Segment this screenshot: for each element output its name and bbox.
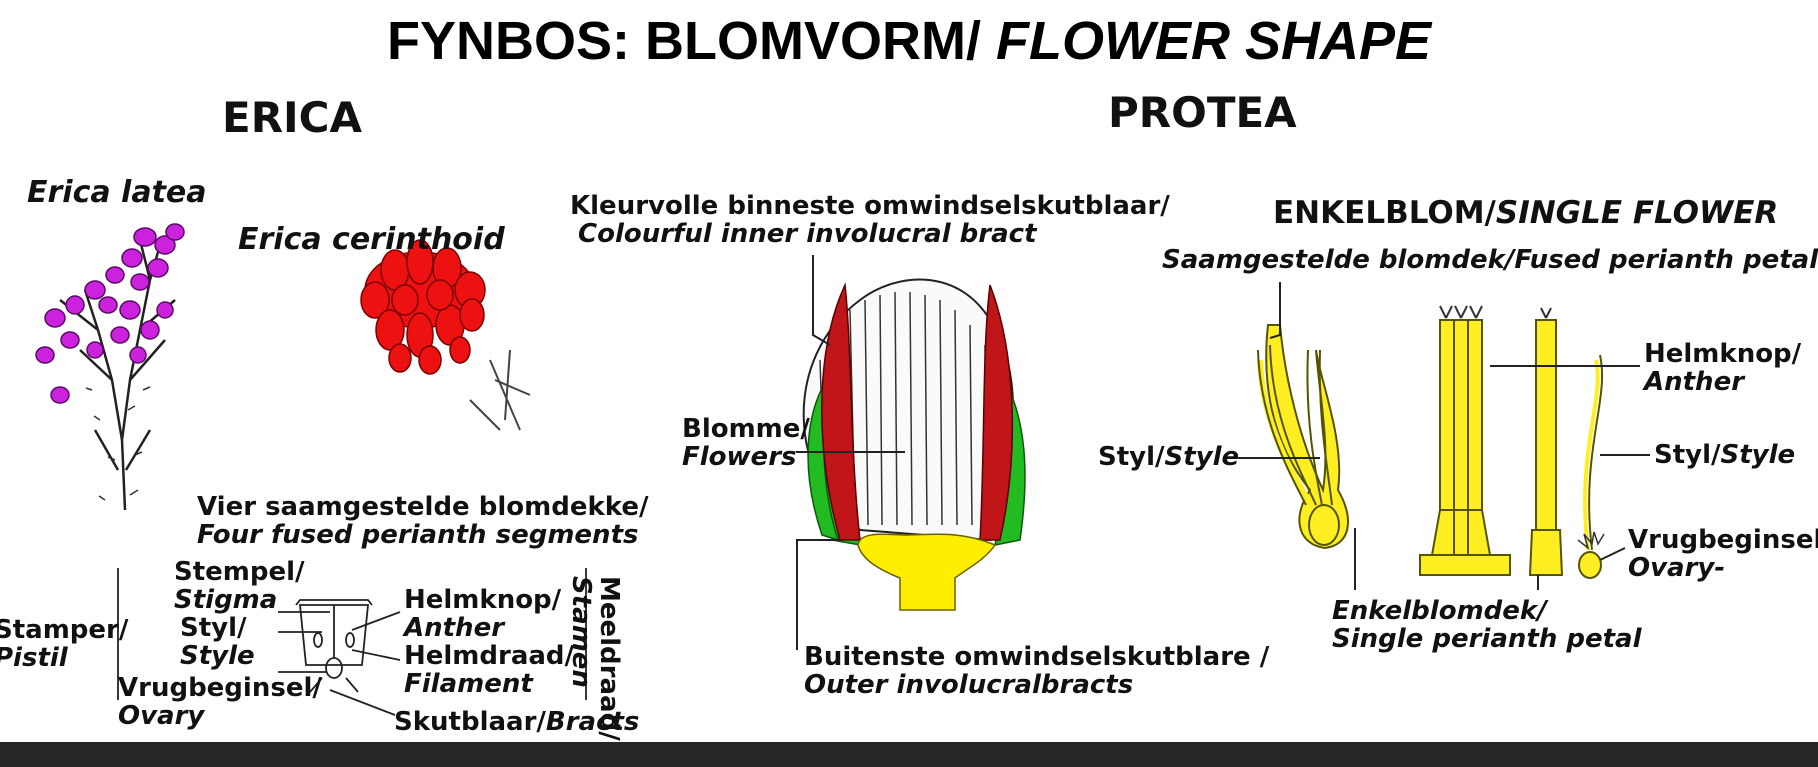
single-styl-right-af: Styl/ bbox=[1654, 440, 1721, 470]
erica-styl-label: Styl/ bbox=[180, 614, 255, 642]
filament-label: Helmdraad/ Filament bbox=[404, 642, 574, 698]
single-perianth-label: Enkelblomdek/ Single perianth petal bbox=[1332, 597, 1642, 653]
enkel-label-en: Single perianth petal bbox=[1332, 624, 1642, 654]
single-ovary-label: Vrugbeginsel/ Ovary- bbox=[1628, 526, 1818, 582]
helmdraad-label: Helmdraad/ bbox=[404, 642, 574, 670]
stamen-label: Meeldraad/ bbox=[595, 576, 623, 741]
protea-head-illustration bbox=[796, 255, 1025, 650]
perianth-label-en: Four fused perianth segments bbox=[197, 520, 638, 550]
single-styl-left-af: Styl/ bbox=[1098, 442, 1165, 472]
perianth-segments-label: Vier saamgestelde blomdekke/ Four fused … bbox=[197, 493, 648, 549]
skutblaar-label: Skutblaar/ bbox=[394, 707, 546, 737]
single-flower-heading: ENKELBLOM/SINGLE FLOWER bbox=[1273, 195, 1778, 231]
pistil-label-en: Pistil bbox=[0, 643, 68, 673]
erica-helmknop-label: Helmknop/ bbox=[404, 586, 561, 614]
single-helmknop-label: Helmknop/ bbox=[1644, 340, 1801, 368]
enkel-label-af: Enkelblomdek/ bbox=[1332, 596, 1547, 626]
erica-latea-label: Erica latea bbox=[27, 175, 207, 210]
stamper-label: Stamper/ bbox=[0, 616, 128, 644]
inner-bract-label-af: Kleurvolle binneste omwindselskutblaar/ bbox=[570, 192, 1170, 220]
erica-cerinthoid-illustration bbox=[361, 240, 530, 430]
fused-perianth-label: Saamgestelde blomdek/Fused perianth peta… bbox=[1162, 246, 1818, 274]
outer-bract-label: Buitenste omwindselskutblare / Outer inv… bbox=[804, 643, 1269, 699]
single-flower-illustration bbox=[1238, 282, 1650, 590]
outer-bract-label-af: Buitenste omwindselskutblare / bbox=[804, 643, 1269, 671]
inner-bract-label: Kleurvolle binneste omwindselskutblaar/ … bbox=[570, 192, 1170, 248]
single-anther-label: Helmknop/ Anther bbox=[1644, 340, 1801, 396]
perianth-label-af: Vier saamgestelde blomdekke/ bbox=[197, 493, 648, 521]
erica-cerinthoid-label: Erica cerinthoid bbox=[238, 222, 505, 257]
meeldraad-label: Meeldraad/ bbox=[594, 576, 624, 741]
erica-style-label: Styl/ Style bbox=[180, 614, 255, 670]
erica-cerinthoid-flowers bbox=[361, 240, 485, 374]
single-style-right-label: Styl/Style bbox=[1654, 441, 1795, 469]
single-vrugbeginsel-label: Vrugbeginsel/ bbox=[1628, 526, 1818, 554]
single-flower-heading-en: SINGLE FLOWER bbox=[1496, 195, 1778, 231]
bottom-bar bbox=[0, 742, 1818, 767]
outer-bract-label-en: Outer involucralbracts bbox=[804, 670, 1133, 700]
inner-bract-label-en: Colourful inner involucral bract bbox=[578, 219, 1037, 249]
erica-ovary-label-en: Ovary bbox=[118, 701, 204, 731]
single-flower-heading-af: ENKELBLOM/ bbox=[1273, 195, 1496, 231]
erica-anther-label-en: Anther bbox=[404, 613, 504, 643]
stigma-label: Stempel/ Stigma bbox=[174, 558, 305, 614]
erica-anther-label: Helmknop/ Anther bbox=[404, 586, 561, 642]
pistil-label: Stamper/ Pistil bbox=[0, 616, 128, 672]
flowers-label-af: Blomme/ bbox=[682, 415, 810, 443]
single-style-left-label: Styl/Style bbox=[1098, 443, 1239, 471]
stamen-label-en-wrap: Stamen bbox=[567, 576, 595, 688]
stempel-label: Stempel/ bbox=[174, 558, 305, 586]
single-style-left-en: Style bbox=[1165, 442, 1240, 472]
flowers-label-en: Flowers bbox=[682, 442, 797, 472]
erica-latea-illustration bbox=[36, 224, 184, 510]
stamen-label-en: Stamen bbox=[566, 576, 596, 688]
bracts-label-en: Bracts bbox=[546, 707, 640, 737]
erica-style-label-en: Style bbox=[180, 641, 255, 671]
single-style-right-en: Style bbox=[1721, 440, 1796, 470]
flowers-label: Blomme/ Flowers bbox=[682, 415, 810, 471]
single-ovary-label-en: Ovary- bbox=[1628, 553, 1725, 583]
erica-ovary-label: Vrugbeginsel/ Ovary bbox=[118, 674, 322, 730]
stigma-label-en: Stigma bbox=[174, 585, 277, 615]
filament-label-en: Filament bbox=[404, 669, 533, 699]
erica-vrugbeginsel-label: Vrugbeginsel/ bbox=[118, 674, 322, 702]
single-anther-label-en: Anther bbox=[1644, 367, 1744, 397]
